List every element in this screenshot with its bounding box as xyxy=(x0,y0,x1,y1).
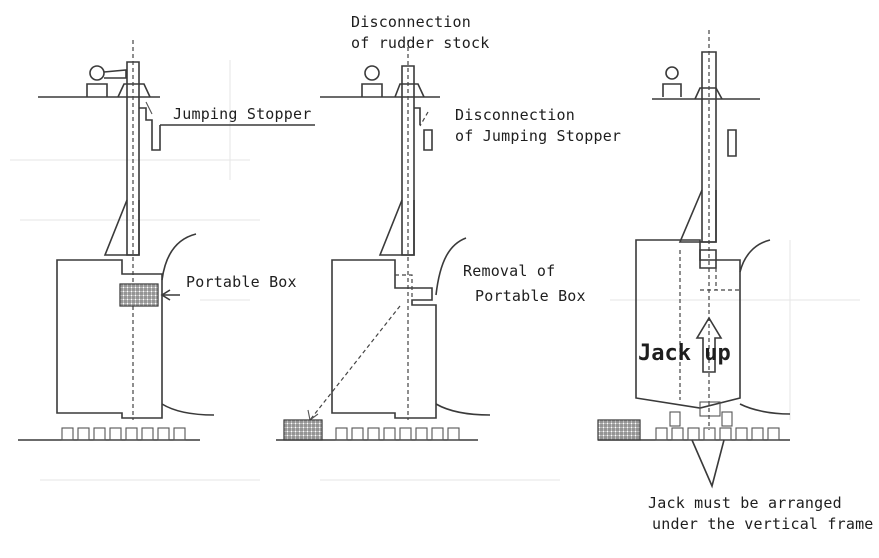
panel-stage-3 xyxy=(597,30,791,489)
steering-gear xyxy=(662,66,723,100)
rudder-blade-lifted xyxy=(635,239,791,415)
portable-box-stored xyxy=(597,419,641,441)
label-removal-2: Portable Box xyxy=(475,287,586,305)
portable-box-arrow xyxy=(160,289,180,301)
label-portable-box: Portable Box xyxy=(186,273,297,291)
label-disconnection-rudder-1: Disconnection xyxy=(351,13,471,31)
jumping-stopper-removed xyxy=(423,129,433,151)
background-faint-lines xyxy=(10,60,860,481)
ground-blocks xyxy=(598,427,790,441)
rudder-stock xyxy=(378,40,433,420)
jack-up-arrow xyxy=(695,316,723,373)
jack-supports xyxy=(669,401,733,427)
panel-stage-2 xyxy=(276,40,491,441)
rudder-blade xyxy=(331,237,491,419)
panel-stage-1 xyxy=(18,40,315,441)
steering-gear xyxy=(86,65,151,98)
label-jack-up: Jack up xyxy=(638,341,731,366)
label-jack-note-1: Jack must be arranged xyxy=(648,494,842,512)
portable-box-removed xyxy=(283,419,323,441)
ground-blocks xyxy=(18,427,200,441)
label-disconnection-rudder-2: of rudder stock xyxy=(351,34,490,52)
label-removal-1: Removal of xyxy=(463,262,556,280)
label-jack-note-2: under the vertical frame xyxy=(652,515,874,533)
rudder-stock xyxy=(103,40,161,420)
removal-arrow xyxy=(307,305,401,421)
steering-gear xyxy=(361,65,425,98)
ground-blocks xyxy=(276,427,478,441)
label-disconnection-stopper-2: of Jumping Stopper xyxy=(455,127,622,145)
label-disconnection-stopper-1: Disconnection xyxy=(455,106,575,124)
rudder-stock-lifted xyxy=(678,30,737,430)
portable-box xyxy=(119,283,159,307)
rudder-blade xyxy=(56,233,215,419)
label-jumping-stopper: Jumping Stopper xyxy=(173,105,312,123)
jack-note-pointer xyxy=(691,439,725,489)
